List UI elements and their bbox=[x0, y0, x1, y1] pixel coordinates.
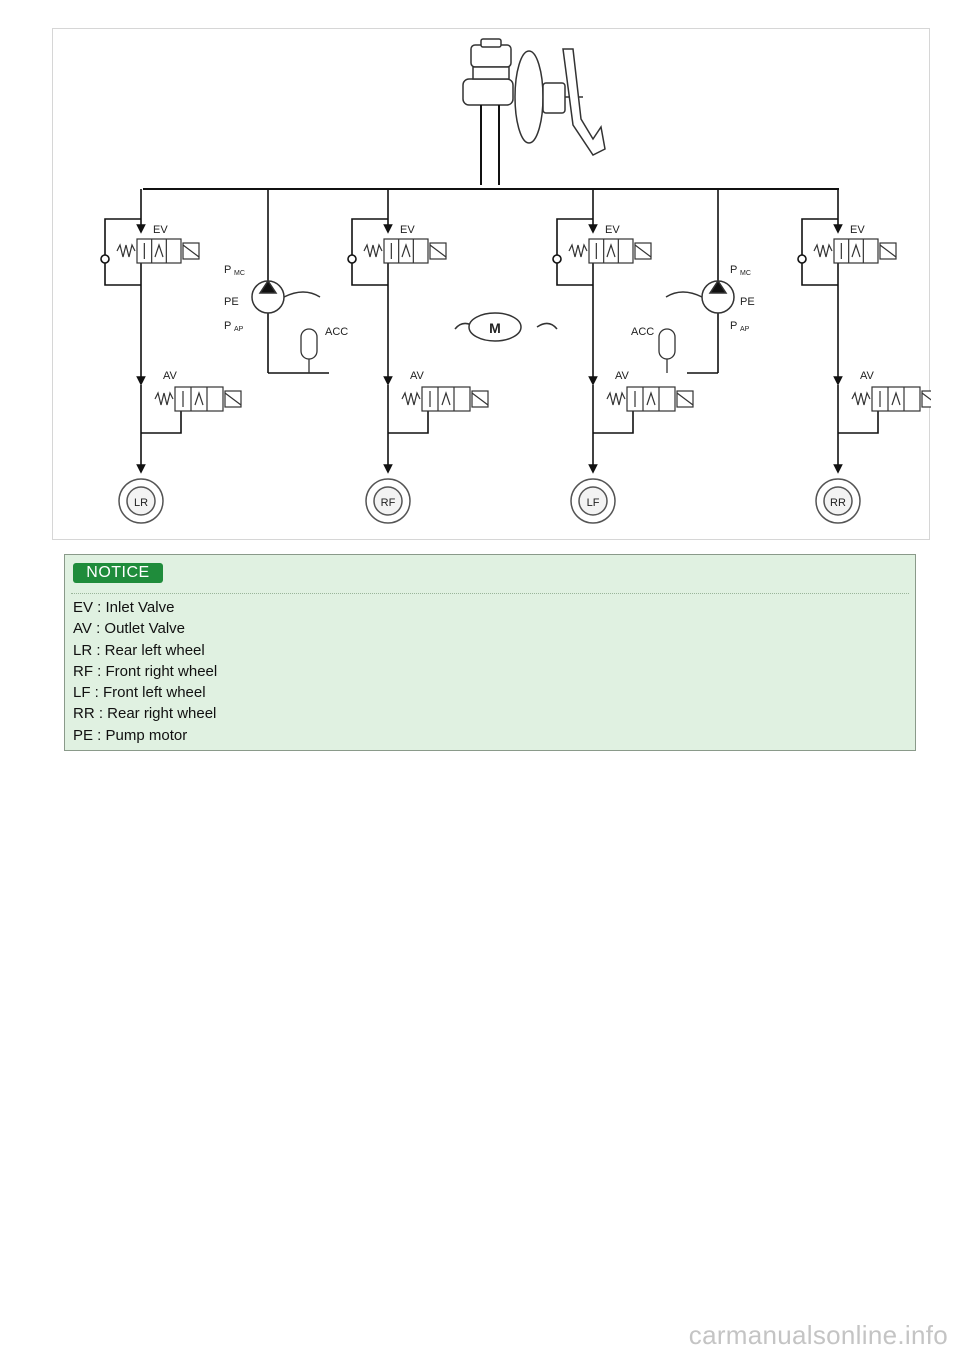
pump-icon bbox=[251, 279, 321, 314]
outlet-valve-label: AV bbox=[410, 370, 425, 382]
wheel-lf-icon bbox=[570, 478, 616, 524]
outlet-valve-icon bbox=[606, 386, 694, 412]
return-line bbox=[838, 411, 879, 434]
check-valve-icon bbox=[347, 254, 357, 264]
accumulator-label: ACC bbox=[631, 326, 654, 338]
bypass-line bbox=[104, 218, 141, 286]
notice-item-lf: LF : Front left wheel bbox=[73, 684, 206, 702]
notice-item-lr: LR : Rear left wheel bbox=[73, 641, 205, 659]
pump-pressure-sub-label: MC bbox=[234, 270, 245, 277]
return-line bbox=[141, 411, 182, 434]
bypass-line bbox=[351, 218, 388, 286]
check-valve-icon bbox=[100, 254, 110, 264]
accumulator-label: ACC bbox=[325, 326, 348, 338]
pump-pressure-sub-label: AP bbox=[234, 326, 244, 333]
watermark: carmanualsonline.info bbox=[688, 1320, 948, 1350]
wheel-label: RR bbox=[830, 497, 846, 509]
outlet-valve-icon bbox=[401, 386, 489, 412]
pump-pressure-label: P bbox=[224, 264, 231, 276]
wheel-label: LR bbox=[134, 497, 148, 509]
inlet-valve-icon bbox=[363, 238, 447, 264]
pump-motor-icon: M bbox=[454, 312, 558, 342]
wheel-label: LF bbox=[587, 497, 600, 509]
motor-label: M bbox=[489, 320, 501, 336]
pump-pressure-label: P bbox=[224, 320, 231, 332]
notice-item-rf: RF : Front right wheel bbox=[73, 662, 218, 680]
outlet-valve-icon bbox=[851, 386, 931, 412]
accumulator-icon bbox=[658, 328, 676, 373]
check-valve-icon bbox=[552, 254, 562, 264]
pump-label: PE bbox=[740, 296, 755, 308]
notice-list: EV : Inlet Valve AV : Outlet Valve LR : … bbox=[73, 597, 217, 746]
notice-item-ev: EV : Inlet Valve bbox=[73, 599, 175, 616]
inlet-valve-icon bbox=[813, 238, 897, 264]
bypass-line bbox=[801, 218, 838, 286]
wheel-label: RF bbox=[381, 497, 396, 509]
inlet-valve-label: EV bbox=[605, 224, 620, 236]
pump-pressure-label: P bbox=[730, 264, 737, 276]
return-line bbox=[388, 411, 429, 434]
pump-icon bbox=[665, 279, 735, 314]
outlet-valve-label: AV bbox=[860, 370, 875, 382]
pump-pressure-sub-label: MC bbox=[740, 270, 751, 277]
inlet-valve-label: EV bbox=[400, 224, 415, 236]
wheel-rr-icon bbox=[815, 478, 861, 524]
pump-label: PE bbox=[224, 296, 239, 308]
notice-item-av: AV : Outlet Valve bbox=[73, 620, 185, 638]
bypass-line bbox=[556, 218, 593, 286]
return-line bbox=[593, 411, 634, 434]
outlet-valve-icon bbox=[154, 386, 242, 412]
outlet-valve-label: AV bbox=[615, 370, 630, 382]
pump-pressure-sub-label: AP bbox=[740, 326, 750, 333]
wheel-rf-icon bbox=[365, 478, 411, 524]
accumulator-icon bbox=[300, 328, 318, 373]
notice-divider bbox=[71, 593, 909, 594]
check-valve-icon bbox=[797, 254, 807, 264]
notice-badge: NOTICE bbox=[73, 563, 163, 583]
notice-panel: NOTICE EV : Inlet Valve AV : Outlet Valv… bbox=[64, 554, 916, 751]
inlet-valve-label: EV bbox=[153, 224, 168, 236]
master-cylinder-icon bbox=[462, 38, 606, 156]
notice-item-pe: PE : Pump motor bbox=[73, 726, 188, 744]
pump-pressure-label: P bbox=[730, 320, 737, 332]
notice-item-rr: RR : Rear right wheel bbox=[73, 705, 217, 723]
inlet-valve-label: EV bbox=[850, 224, 865, 236]
inlet-valve-icon bbox=[568, 238, 652, 264]
outlet-valve-label: AV bbox=[163, 370, 178, 382]
wheel-lr-icon bbox=[118, 478, 164, 524]
inlet-valve-icon bbox=[116, 238, 200, 264]
